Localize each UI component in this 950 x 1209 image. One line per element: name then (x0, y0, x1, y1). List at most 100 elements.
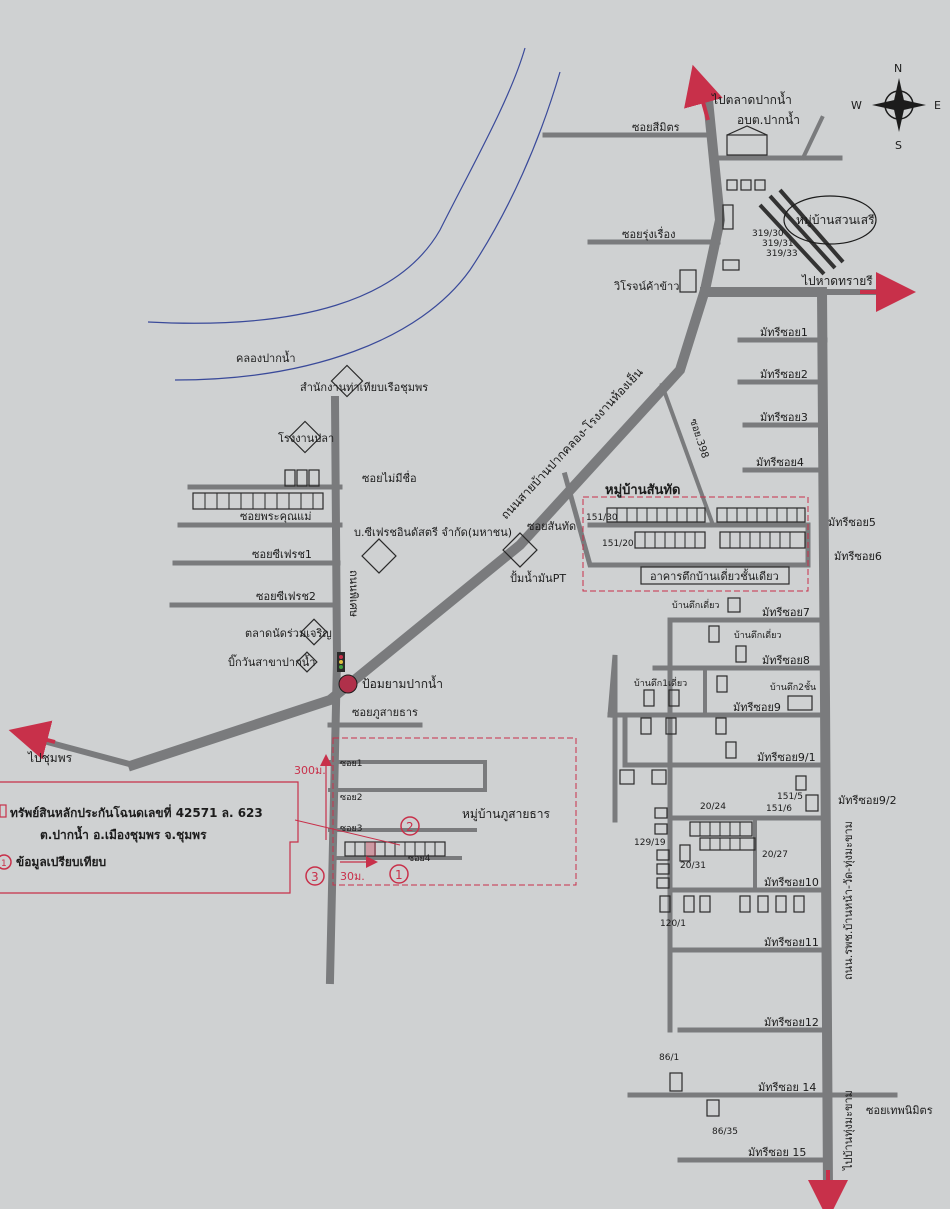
rice-shop-label: วิโรจน์ค้าข้าว (613, 279, 679, 293)
legend-comparison: ข้อมูลเปรียบเทียบ (16, 855, 106, 870)
house-86-35: 86/35 (712, 1127, 738, 1137)
soi-thep-nimit: ซอยเทพนิมิตร (866, 1104, 933, 1117)
market (300, 618, 328, 646)
compass-rose: N S E W (851, 62, 941, 152)
soi-simit: ซอยสีมิตร (632, 121, 680, 134)
tambon-office-label: อบต.ปากน้ำ (737, 111, 800, 127)
harbor-office-label: สำนักงานท่าเทียบเรือชุมพร (300, 381, 428, 394)
soi-seafresh-1: ซอยซีเฟรช1 (252, 548, 312, 561)
svg-text:2: 2 (406, 820, 414, 834)
big-c (296, 651, 318, 673)
soi-398-label: ซอย.398 (687, 418, 710, 460)
soi-mathri-7: มัทรีซอย7 (762, 606, 810, 619)
fish-factory (288, 420, 322, 454)
main-diagonal-road (126, 94, 726, 772)
soi-mathri-4: มัทรีซอย4 (756, 456, 804, 469)
chumphon-road (36, 736, 137, 769)
house-20-31: 20/31 (680, 861, 706, 871)
soi-phu-sai-than: ซอยภูสายธาร (352, 706, 418, 719)
house-86-1: 86/1 (659, 1053, 679, 1063)
seafresh-company (361, 538, 397, 574)
soi-mathri-2: มัทรีซอย2 (760, 368, 808, 381)
marker-2: 2 (400, 816, 420, 836)
house-151-30: 151/30 (586, 513, 618, 523)
seafresh-company-label: บ.ซีเฟรชอินดัสตรี จำกัด(มหาชน) (354, 526, 512, 539)
soi-mathri-1: มัทรีซอย1 (760, 326, 808, 339)
canal-label: คลองปากน้ำ (236, 350, 296, 365)
east-buildings (619, 597, 819, 1117)
legend-comparison-num: 1 (1, 859, 7, 869)
inner-soi-3: ซอย3 (340, 824, 363, 834)
compass-w: W (851, 99, 862, 112)
distance-30m: 30ม. (340, 870, 365, 883)
east-main-road (700, 287, 834, 1196)
label-to-sai-ri-beach: ไปหาดทรายรี (801, 274, 873, 288)
phu-sai-than-boundary (332, 737, 577, 886)
house-120-1: 120/1 (660, 919, 686, 929)
house-151-20: 151/20 (602, 539, 634, 549)
east-road-label: ถนน.รพช.บ้านหน้า-วัด-ทุ่งมะขาม (842, 821, 855, 980)
distance-300m: 300ม. (294, 764, 326, 777)
harbor-office (330, 364, 364, 398)
house-319-31: 319/31 (762, 239, 794, 249)
soi-mathri-10: มัทรีซอย10 (764, 876, 819, 889)
label-to-chumphon: ไปชุมพร (27, 751, 73, 766)
inner-soi-2: ซอย2 (340, 793, 363, 803)
label-to-paknam-market: ไปตลาดปากน้ำ (711, 91, 792, 107)
soi-mathri-3: มัทรีซอย3 (760, 411, 808, 424)
soi-mathri-14: มัทรีซอย 14 (758, 1081, 816, 1094)
santad-boundary (582, 496, 809, 592)
house-129-19: 129/19 (634, 838, 666, 848)
pt-station-label: ปั้มน้ำมันPT (510, 570, 566, 585)
soi-mathri-11: มัทรีซอย11 (764, 936, 819, 949)
canal-line-upper (147, 47, 526, 324)
east-sois (607, 337, 898, 1163)
soi-mathri-12: มัทรีซอย12 (764, 1016, 819, 1029)
single-house-2-label: บ้านตึกเดี่ยว (734, 628, 781, 641)
two-storey-label: บ้านตึก2ชั้น (770, 680, 816, 693)
soi-santad: ซอยสันทัด (527, 520, 576, 533)
compass-e: E (934, 99, 941, 112)
soi-mathri-9-1: มัทรีซอย9/1 (757, 751, 816, 764)
phu-sai-than-label: หมู่บ้านภูสายธาร (462, 807, 550, 822)
santad-building-label: อาคารตึกบ้านเดี่ยวชั้นเดียว (650, 568, 779, 583)
house-151-5: 151/5 (777, 792, 803, 802)
house-20-27: 20/27 (762, 850, 788, 860)
marker-3: 3 (305, 866, 325, 886)
compass-n: N (894, 62, 902, 75)
inner-soi-1: ซอย1 (340, 759, 363, 769)
market-label: ตลาดนัดร่วมเจริญ (245, 627, 332, 640)
legend-box: ทรัพย์สินหลักประกันโฉนดเลขที่ 42571 ล. 6… (0, 781, 299, 894)
label-to-ban-thung-maha: ไปบ้านทุ่งมะขาม (842, 1090, 855, 1171)
phiset-road-label: ถนนพิเศษ (347, 570, 360, 617)
single-house-3-label: บ้านตึก1เดี่ยว (634, 676, 687, 689)
house-20-24: 20/24 (700, 802, 726, 812)
arrow-to-chumphon (8, 720, 56, 760)
traffic-light-icon (337, 652, 345, 672)
inner-soi-4: ซอย4 (408, 854, 431, 864)
soi-seafresh-2: ซอยซีเฟรช2 (256, 590, 316, 603)
soi-mathri-6: มัทรีซอย6 (834, 550, 882, 563)
pt-station (502, 532, 538, 568)
soi-mathri-9: มัทรีซอย9 (733, 701, 781, 714)
soi-mathri-8: มัทรีซอย8 (762, 654, 810, 667)
compass-s: S (895, 139, 902, 152)
house-151-6: 151/6 (766, 804, 792, 814)
police-box-icon (338, 674, 358, 694)
west-sois (169, 484, 487, 860)
tambon-office (726, 125, 768, 156)
svg-text:3: 3 (311, 870, 319, 884)
soi-mathri-5: มัทรีซอย5 (828, 516, 876, 529)
big-c-label: บิ๊กวันสาขาปากน้ำ (228, 654, 315, 669)
west-buildings (192, 469, 324, 510)
phu-sai-than-houses (344, 841, 446, 857)
leader-line-collateral (294, 819, 401, 846)
svg-text:1: 1 (395, 868, 403, 882)
santad-houses (606, 507, 806, 585)
north-buildings (679, 179, 845, 293)
soi-no-name: ซอยไม่มีชื่อ (362, 470, 417, 485)
soi-mathri-9-2: มัทรีซอย9/2 (838, 794, 897, 807)
legend-collateral-line2: ต.ปากน้ำ อ.เมืองชุมพร จ.ชุมพร (40, 825, 207, 843)
suan-sri-village-label: หมู่บ้านสวนเสรี (796, 213, 875, 228)
